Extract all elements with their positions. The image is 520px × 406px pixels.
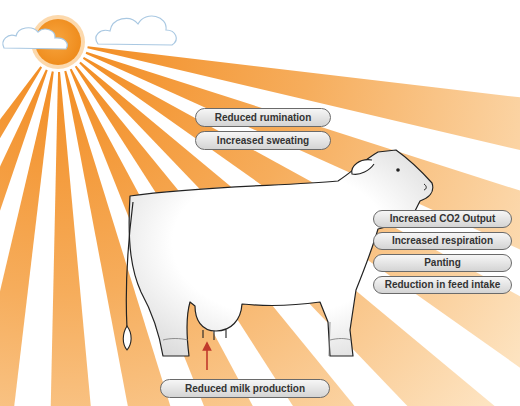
cloud [96, 16, 176, 45]
label-pill: Reduced rumination [195, 108, 331, 127]
sun-ray [42, 72, 127, 406]
label-text: Increased CO2 Output [390, 214, 496, 224]
label-pill: Increased CO2 Output [373, 210, 512, 228]
label-text: Reduced rumination [215, 113, 312, 123]
sun-ray [0, 66, 42, 406]
sun-rays [0, 46, 520, 406]
pointer-arrow [206, 346, 208, 370]
label-text: Increased respiration [392, 236, 493, 246]
cloud [3, 28, 67, 49]
label-pill: Increased sweating [195, 131, 331, 150]
label-text: Reduction in feed intake [385, 280, 501, 290]
label-pill: Reduced milk production [160, 379, 330, 398]
label-text: Increased sweating [217, 136, 309, 146]
label-pill: Panting [373, 254, 512, 272]
label-pill: Increased respiration [373, 232, 512, 250]
cow [123, 150, 433, 356]
label-pill: Reduction in feed intake [373, 276, 512, 294]
label-text: Reduced milk production [185, 384, 305, 394]
label-text: Panting [424, 258, 461, 268]
